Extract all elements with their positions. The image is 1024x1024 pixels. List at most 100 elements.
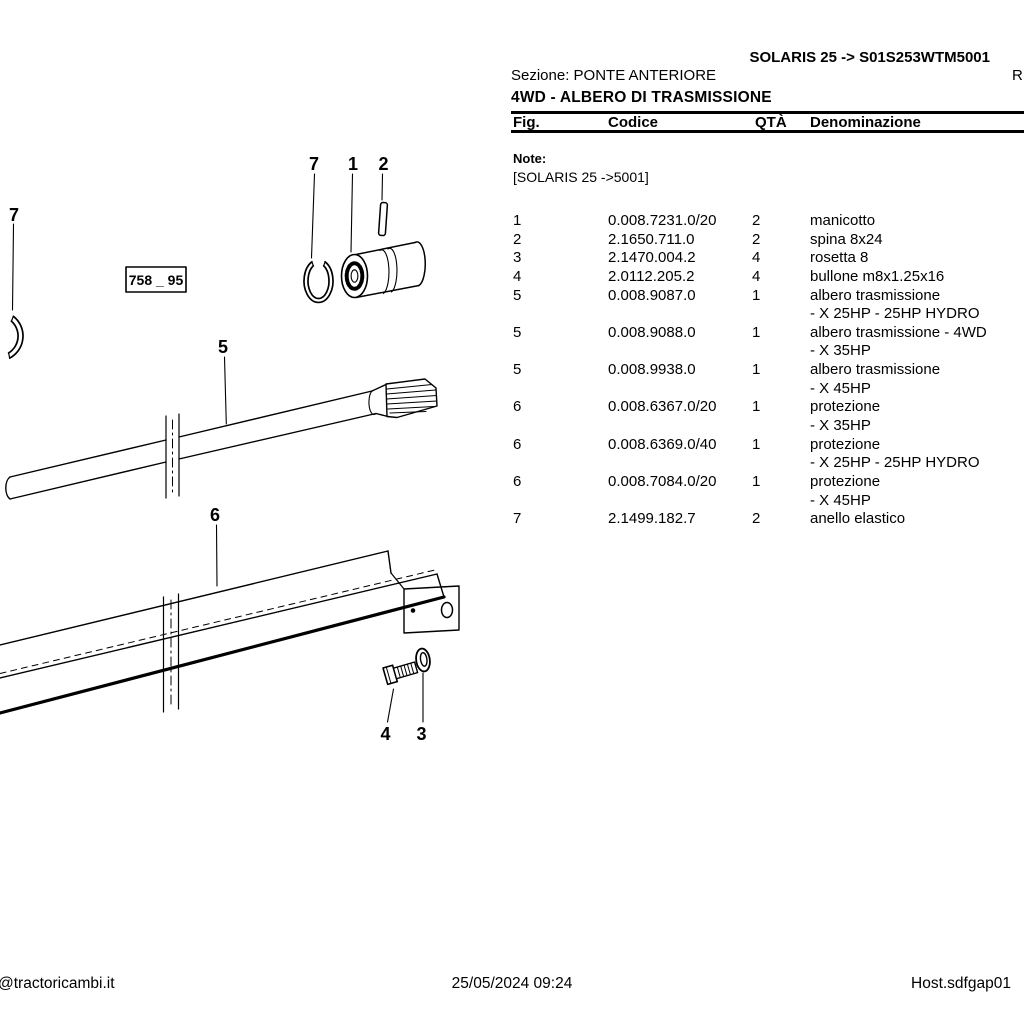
column-header-codice: Codice xyxy=(608,114,659,131)
bolt-part xyxy=(382,661,419,686)
cell-qta: 1 xyxy=(752,286,761,304)
ref-frame-label: 758 _ 95 xyxy=(129,272,184,288)
cell-denominazione: rosetta 8 xyxy=(810,249,869,267)
callout-2: 2 xyxy=(379,154,389,174)
cell-qta: 2 xyxy=(752,510,761,528)
washer-part xyxy=(415,647,431,673)
table-row-sub: - X 35HP xyxy=(511,417,1024,436)
note-label: Note: xyxy=(513,151,547,166)
table-row: 6 0.008.7084.0/20 1 protezione xyxy=(511,473,1024,492)
cell-codice: 0.008.9088.0 xyxy=(608,323,696,341)
page-title: 4WD - ALBERO DI TRASMISSIONE xyxy=(511,89,772,106)
cell-denominazione: albero trasmissione xyxy=(810,361,941,379)
cell-denominazione-sub: - X 35HP xyxy=(810,417,871,435)
cell-qta: 2 xyxy=(752,230,761,248)
cell-codice: 2.1470.004.2 xyxy=(608,249,696,267)
cell-denominazione: spina 8x24 xyxy=(810,230,883,248)
cell-fig: 6 xyxy=(513,398,522,416)
shaft-break-mark xyxy=(165,413,180,499)
cell-denominazione-sub: - X 35HP xyxy=(810,342,871,360)
table-row: 6 0.008.6369.0/40 1 protezione xyxy=(511,436,1024,455)
cell-fig: 5 xyxy=(513,286,522,304)
callout-5: 5 xyxy=(218,337,228,357)
table-row: 2 2.1650.711.0 2 spina 8x24 xyxy=(511,231,1024,250)
cell-denominazione: bullone m8x1.25x16 xyxy=(810,267,945,285)
cell-codice: 0.008.7084.0/20 xyxy=(608,472,717,490)
table-row: 5 0.008.9088.0 1 albero trasmissione - 4… xyxy=(511,324,1024,343)
section-line: Sezione: PONTE ANTERIORE xyxy=(511,67,717,84)
table-row: 6 0.008.6367.0/20 1 protezione xyxy=(511,398,1024,417)
snap-ring-left-part xyxy=(7,315,24,359)
table-row-sub: - X 35HP xyxy=(511,342,1024,361)
cell-codice: 2.1650.711.0 xyxy=(608,230,695,248)
table-row: 1 0.008.7231.0/20 2 manicotto xyxy=(511,212,1024,231)
cell-qta: 1 xyxy=(752,435,761,453)
protection-channel-part xyxy=(0,550,460,715)
cell-qta: 1 xyxy=(752,472,761,490)
cell-fig: 5 xyxy=(513,323,522,341)
table-row-sub: - X 45HP xyxy=(511,380,1024,399)
cell-denominazione: anello elastico xyxy=(810,510,906,528)
cell-denominazione-sub: - X 25HP - 25HP HYDRO xyxy=(810,305,980,323)
cell-denominazione: albero trasmissione - 4WD xyxy=(810,323,987,341)
ref-frame-box xyxy=(125,266,187,293)
table-row-sub: - X 25HP - 25HP HYDRO xyxy=(511,454,1024,473)
cell-fig: 4 xyxy=(513,267,522,285)
table-row: 7 2.1499.182.7 2 anello elastico xyxy=(511,510,1024,529)
column-header-fig: Fig. xyxy=(513,114,540,131)
cell-codice: 2.1499.182.7 xyxy=(608,510,696,528)
table-row: 4 2.0112.205.2 4 bullone m8x1.25x16 xyxy=(511,268,1024,287)
cell-denominazione: protezione xyxy=(810,398,881,416)
table-row-sub: - X 25HP - 25HP HYDRO xyxy=(511,305,1024,324)
bracket-hole xyxy=(440,601,454,619)
cell-codice: 0.008.7231.0/20 xyxy=(608,212,717,229)
cell-qta: 4 xyxy=(752,267,761,285)
table-header-rule xyxy=(511,130,1024,133)
cell-denominazione-sub: - X 25HP - 25HP HYDRO xyxy=(810,454,980,472)
cell-codice: 0.008.9087.0 xyxy=(608,286,696,304)
model-code-line: SOLARIS 25 -> S01S253WTM5001 xyxy=(749,49,990,66)
table-top-rule xyxy=(511,111,1024,114)
spline-ridges xyxy=(385,383,438,414)
cell-qta: 1 xyxy=(752,398,761,416)
right-edge-text-fragment: R xyxy=(1012,67,1023,84)
cell-fig: 6 xyxy=(513,472,522,490)
cell-fig: 6 xyxy=(513,435,522,453)
callout-3: 3 xyxy=(417,724,427,744)
cell-codice: 0.008.6367.0/20 xyxy=(608,398,717,416)
channel-break-mark xyxy=(162,593,180,713)
footer-host: Host.sdfgap01 xyxy=(911,975,1011,992)
column-header-qta: QTÀ xyxy=(755,114,787,131)
cell-denominazione: manicotto xyxy=(810,212,876,229)
callout-7-left: 7 xyxy=(9,205,19,225)
cell-fig: 7 xyxy=(513,510,522,528)
table-row-sub: - X 45HP xyxy=(511,492,1024,511)
cell-fig: 1 xyxy=(513,212,522,229)
bracket-dot xyxy=(410,608,416,613)
callout-7-top: 7 xyxy=(309,154,319,174)
cell-denominazione: protezione xyxy=(810,435,881,453)
drive-shaft-part xyxy=(5,378,438,500)
table-row: 5 0.008.9087.0 1 albero trasmissione xyxy=(511,287,1024,306)
footer-datetime: 25/05/2024 09:24 xyxy=(451,975,573,992)
callout-6: 6 xyxy=(210,505,220,525)
pin-part xyxy=(377,201,389,237)
snap-ring-top-part xyxy=(303,260,334,304)
cell-denominazione-sub: - X 45HP xyxy=(810,491,871,509)
cell-qta: 1 xyxy=(752,361,761,379)
callout-4: 4 xyxy=(381,724,391,744)
parts-table: 1 0.008.7231.0/20 2 manicotto 2 2.1650.7… xyxy=(511,212,1024,529)
cell-qta: 1 xyxy=(752,323,761,341)
sleeve-part xyxy=(340,241,426,299)
cell-codice: 0.008.6369.0/40 xyxy=(608,435,717,453)
footer-site: @tractoricambi.it xyxy=(0,975,115,992)
cell-codice: 2.0112.205.2 xyxy=(608,267,695,285)
cell-codice: 0.008.9938.0 xyxy=(608,361,696,379)
callout-1: 1 xyxy=(348,154,358,174)
note-value: [SOLARIS 25 ->5001] xyxy=(513,169,649,185)
cell-fig: 2 xyxy=(513,230,522,248)
cell-denominazione: protezione xyxy=(810,472,881,490)
cell-fig: 5 xyxy=(513,361,522,379)
cell-qta: 4 xyxy=(752,249,761,267)
